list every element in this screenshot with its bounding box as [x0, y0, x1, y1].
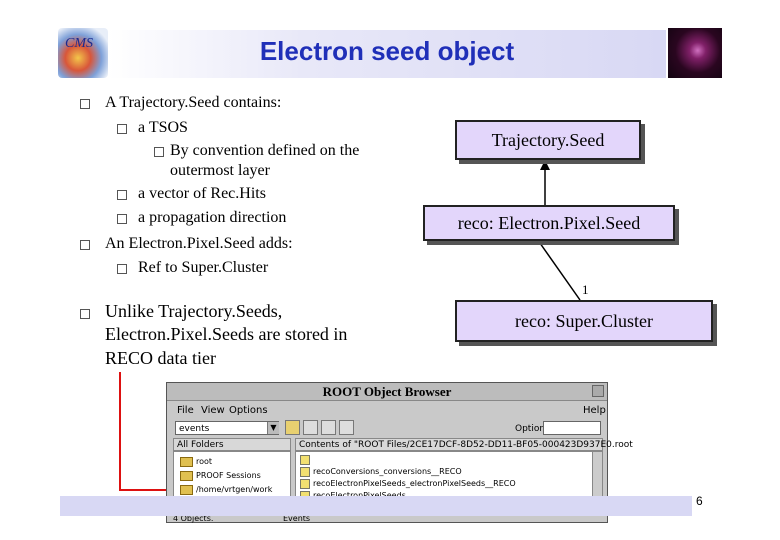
reference-line	[534, 235, 581, 301]
leaf-icon	[300, 466, 310, 477]
list-item[interactable]	[300, 454, 313, 466]
browser-menubar: File View Options Help	[167, 401, 607, 419]
bullet-icon	[80, 309, 90, 319]
window-maximize-icon[interactable]	[592, 385, 604, 397]
bullet-unlike-line1: Unlike Trajectory.Seeds,	[105, 301, 283, 321]
menu-help[interactable]: Help	[583, 405, 606, 416]
toolbar-folder-icon[interactable]	[285, 420, 300, 435]
bullet-icon	[117, 124, 127, 134]
menu-file[interactable]: File	[177, 405, 194, 416]
bullet-convention-line2: outermost layer	[170, 162, 270, 179]
slide-title: Electron seed object	[259, 36, 515, 66]
browser-titlebar	[167, 383, 607, 401]
browser-title: ROOT Object Browser	[322, 384, 452, 399]
menu-options[interactable]: Options	[229, 405, 268, 416]
bullet-icon	[80, 240, 90, 250]
arrow-head-icon	[540, 160, 550, 170]
bullet-icon	[117, 264, 127, 274]
footer-bar	[60, 496, 692, 516]
bullet-electronpixelseed: An Electron.Pixel.Seed adds:	[105, 235, 293, 252]
left-panel-header: All Folders	[173, 438, 291, 451]
leaf-icon	[300, 478, 310, 489]
toolbar-list-icon[interactable]	[303, 420, 318, 435]
title-bar	[108, 30, 666, 78]
event-display-image	[668, 28, 722, 78]
box-electronpixelseed: reco: Electron.Pixel.Seed	[423, 205, 675, 241]
box-trajectoryseed: Trajectory.Seed	[455, 120, 641, 160]
folder-icon	[180, 484, 193, 495]
tree-item[interactable]: /home/vrtgen/work	[180, 484, 272, 496]
bullet-icon	[154, 147, 164, 157]
toolbar-details-icon[interactable]	[321, 420, 336, 435]
toolbar-grid-icon[interactable]	[339, 420, 354, 435]
list-item[interactable]: recoConversions_conversions__RECO	[300, 466, 462, 478]
cms-logo: CMS	[58, 28, 108, 78]
bullet-ref-supercluster: Ref to Super.Cluster	[138, 259, 269, 276]
chevron-down-icon[interactable]: ▼	[267, 422, 279, 434]
folder-icon	[180, 456, 193, 467]
bullet-icon	[117, 190, 127, 200]
bullet-tsos: a TSOS	[138, 119, 188, 136]
menu-view[interactable]: View	[201, 405, 225, 416]
tree-item[interactable]: root	[180, 456, 212, 468]
scrollbar[interactable]	[592, 452, 602, 512]
bullet-icon	[117, 214, 127, 224]
bullet-rechits: a vector of Rec.Hits	[138, 185, 266, 202]
status-right: Events	[283, 514, 311, 523]
bullet-unlike-line2: Electron.Pixel.Seeds are stored in	[105, 324, 348, 344]
bullet-trajectoryseed: A Trajectory.Seed contains:	[105, 94, 282, 111]
folder-icon	[180, 470, 193, 481]
multiplicity-label: 1	[582, 282, 589, 297]
bullet-direction: a propagation direction	[138, 209, 287, 226]
option-combo[interactable]	[543, 421, 601, 435]
tree-item[interactable]: PROOF Sessions	[180, 470, 261, 482]
page-number: 6	[696, 494, 703, 508]
box-supercluster: reco: Super.Cluster	[455, 300, 713, 342]
right-panel-header: Contents of "ROOT Files/2CE17DCF-8D52-DD…	[295, 438, 633, 451]
status-left: 4 Objects.	[173, 514, 214, 523]
option-label: Option	[515, 424, 546, 434]
leaf-icon	[300, 454, 310, 465]
folder-combo[interactable]: events	[175, 421, 279, 435]
cms-logo-text: CMS	[65, 36, 93, 51]
list-item[interactable]: recoElectronPixelSeeds_electronPixelSeed…	[300, 478, 516, 490]
bullet-icon	[80, 99, 90, 109]
bullet-unlike-line3: RECO data tier	[105, 348, 216, 368]
bullet-convention-line1: By convention defined on the	[170, 142, 360, 159]
